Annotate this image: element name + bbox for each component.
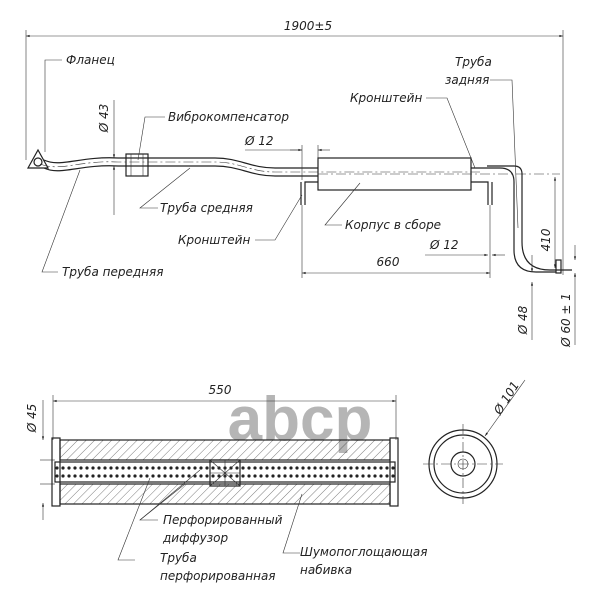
- dim-d12-bottom: Ø 12: [429, 238, 459, 252]
- label-bracket-rear: Кронштейн: [350, 91, 422, 105]
- label-packing-line1: Шумопоглощающая: [300, 545, 427, 559]
- label-body-assembly: Корпус в сборе: [345, 218, 441, 232]
- label-vibro: Виброкомпенсатор: [168, 110, 289, 124]
- vibro-compensator-shape: [125, 153, 149, 177]
- overall-length-dim: 1900±5: [284, 19, 332, 33]
- front-pipe-shape: [43, 157, 318, 169]
- label-diffuser-line1: Перфорированный: [163, 513, 283, 527]
- dim-d60: Ø 60 ± 1: [559, 293, 573, 348]
- bracket-front-shape: [300, 181, 318, 205]
- dim-410: 410: [539, 228, 553, 251]
- label-rear-pipe-line2: задняя: [445, 73, 489, 87]
- packing-top: [59, 439, 391, 461]
- label-perf-pipe-line1: Труба: [160, 551, 197, 565]
- rear-pipe-shape: [471, 167, 556, 273]
- label-mid-pipe: Труба средняя: [160, 201, 253, 215]
- label-perf-pipe-line2: перфорированная: [160, 569, 276, 583]
- flange-shape: [26, 148, 50, 169]
- label-diffuser-line2: диффузор: [162, 531, 228, 545]
- label-front-pipe: Труба передняя: [62, 265, 163, 279]
- top-view: 1900±5 Ø 43 Ø 12 660: [25, 19, 577, 348]
- dim-660: 660: [377, 255, 400, 269]
- label-flange: Фланец: [66, 53, 115, 67]
- dim-d43: Ø 43: [97, 104, 111, 134]
- dim-d12-top: Ø 12: [244, 134, 274, 148]
- dim-d45: Ø 45: [25, 404, 39, 434]
- bracket-rear-shape: [471, 181, 493, 205]
- label-rear-pipe-line1: Труба: [455, 55, 492, 69]
- section-view: 550 Ø 45 Ø 101 Перфорированный диффузор …: [25, 379, 526, 583]
- dim-d101: Ø 101: [491, 379, 523, 418]
- dim-550: 550: [209, 383, 232, 397]
- label-packing-line2: набивка: [300, 563, 352, 577]
- packing-bottom: [59, 483, 391, 505]
- dim-d48: Ø 48: [516, 305, 530, 335]
- label-bracket-front: Кронштейн: [178, 233, 250, 247]
